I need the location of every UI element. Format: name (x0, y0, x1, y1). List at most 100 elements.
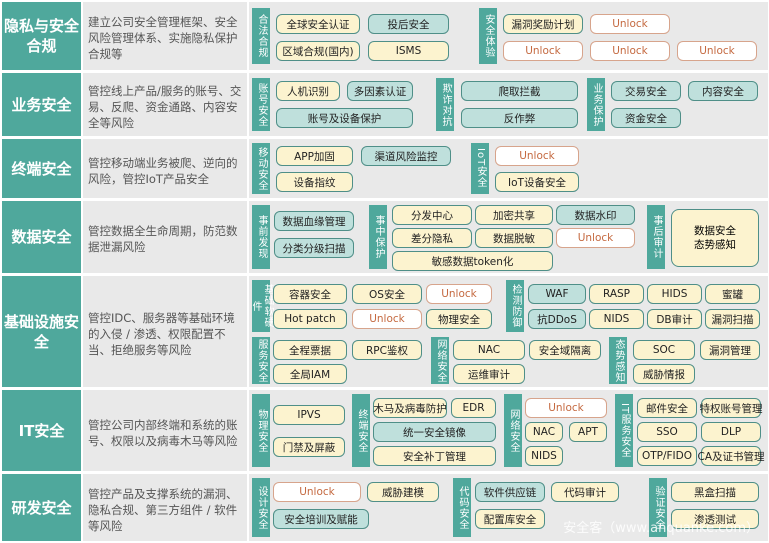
item-unlock[interactable]: Unlock (556, 228, 635, 248)
item-device-fp[interactable]: 设备指纹 (276, 172, 353, 192)
category-title: 隐私与安全合规 (2, 2, 81, 70)
item-lineage[interactable]: 数据血缘管理 (274, 211, 354, 231)
item-rpc-auth[interactable]: RPC鉴权 (352, 340, 422, 360)
item-content-sec[interactable]: 内容安全 (688, 81, 758, 101)
item-unlock[interactable]: Unlock (590, 41, 670, 61)
item-soc[interactable]: SOC (633, 340, 695, 360)
category-title: 数据安全 (2, 201, 81, 273)
group-label: 移动安全 (252, 143, 270, 194)
item-container[interactable]: 容器安全 (273, 284, 347, 304)
group-label: 网络安全 (504, 394, 522, 467)
category-desc: 管控移动端业务被爬、逆向的风险，管控IoT产品安全 (83, 139, 247, 198)
item-apt[interactable]: APT (569, 422, 607, 442)
item-unlock[interactable]: Unlock (426, 284, 492, 304)
row-it: IT安全 管控公司内部终端和系统的账号、权限以及病毒木马等风险 物理安全 IPV… (0, 390, 769, 471)
item-nac[interactable]: NAC (453, 340, 525, 360)
item-unlock[interactable]: Unlock (495, 146, 579, 166)
item-nac[interactable]: NAC (525, 422, 563, 442)
item-vuln-scan[interactable]: 漏洞扫描 (705, 309, 760, 329)
item-otp[interactable]: OTP/FIDO (637, 446, 697, 466)
item-iot-device[interactable]: IoT设备安全 (495, 172, 579, 192)
category-title: 终端安全 (2, 139, 81, 198)
category-area: 合法合规 全球安全认证 投后安全 区域合规(国内) ISMS 安全体验 漏洞奖励… (249, 2, 768, 70)
item-threat-intel[interactable]: 威胁情报 (633, 364, 695, 384)
item-enc-share[interactable]: 加密共享 (475, 205, 553, 225)
item-diff-privacy[interactable]: 差分隐私 (392, 228, 472, 248)
item-waf[interactable]: WAF (528, 284, 586, 304)
item-unlock[interactable]: Unlock (677, 41, 757, 61)
item-bug-bounty[interactable]: 漏洞奖励计划 (503, 14, 583, 34)
item-dispatch[interactable]: 分发中心 (392, 205, 472, 225)
item-ipvs[interactable]: IPVS (273, 405, 345, 425)
item-unlock[interactable]: Unlock (352, 309, 422, 329)
item-mail-sec[interactable]: 邮件安全 (637, 398, 697, 418)
item-config-sec[interactable]: 配置库安全 (475, 509, 545, 529)
item-pentest[interactable]: 渗透测试 (671, 509, 759, 529)
category-title: 研发安全 (2, 474, 81, 541)
item-vuln-mgmt[interactable]: 漏洞管理 (700, 340, 760, 360)
category-desc: 管控产品及支撑系统的漏洞、隐私合规、第三方组件 / 软件等风险 (83, 474, 247, 541)
item-gate[interactable]: 门禁及屏蔽 (273, 437, 345, 457)
item-threat-model[interactable]: 威胁建模 (367, 482, 439, 502)
category-desc: 管控公司内部终端和系统的账号、权限以及病毒木马等风险 (83, 390, 247, 471)
group-label: IoT安全 (471, 143, 489, 194)
item-nids[interactable]: NIDS (589, 309, 644, 329)
item-anti-ddos[interactable]: 抗DDoS (528, 309, 586, 329)
group-label: 账号安全 (252, 78, 270, 131)
item-physical[interactable]: 物理安全 (426, 309, 492, 329)
row-rnd: 研发安全 管控产品及支撑系统的漏洞、隐私合规、第三方组件 / 软件等风险 设计安… (0, 474, 769, 541)
item-patch-mgmt[interactable]: 安全补丁管理 (373, 446, 496, 466)
row-endpoint: 终端安全 管控移动端业务被爬、逆向的风险，管控IoT产品安全 移动安全 APP加… (0, 139, 769, 198)
item-trojan[interactable]: 木马及病毒防护 (373, 398, 447, 418)
item-rasp[interactable]: RASP (589, 284, 644, 304)
item-honeypot[interactable]: 蜜罐 (705, 284, 760, 304)
group-label: 合法合规 (252, 8, 270, 64)
item-anti-crawl[interactable]: 爬取拦截 (461, 81, 578, 101)
item-unlock[interactable]: Unlock (590, 14, 670, 34)
item-os-sec[interactable]: OS安全 (352, 284, 422, 304)
item-hotpatch[interactable]: Hot patch (273, 309, 347, 329)
item-priv-acct[interactable]: 特权账号管理 (700, 398, 763, 418)
item-supply-chain[interactable]: 软件供应链 (475, 482, 545, 502)
item-ops-audit[interactable]: 运维审计 (453, 364, 525, 384)
item-account-device[interactable]: 账号及设备保护 (276, 108, 413, 128)
item-channel-monitor[interactable]: 渠道风险监控 (361, 146, 451, 166)
item-human-id[interactable]: 人机识别 (276, 81, 340, 101)
group-label: 事中保护 (369, 205, 387, 269)
item-unlock[interactable]: Unlock (273, 482, 361, 502)
item-anti-cheat[interactable]: 反作弊 (461, 108, 578, 128)
item-isms[interactable]: ISMS (368, 41, 449, 61)
item-code-audit[interactable]: 代码审计 (551, 482, 619, 502)
item-training[interactable]: 安全培训及赋能 (273, 509, 369, 529)
item-unlock[interactable]: Unlock (525, 398, 607, 418)
item-edr[interactable]: EDR (451, 398, 496, 418)
item-classify[interactable]: 分类分级扫描 (274, 238, 354, 258)
group-label: 验证安全 (649, 478, 667, 537)
item-fund-sec[interactable]: 资金安全 (611, 108, 681, 128)
item-trade-sec[interactable]: 交易安全 (611, 81, 681, 101)
item-app-harden[interactable]: APP加固 (276, 146, 353, 166)
group-label: 物理安全 (252, 394, 270, 467)
item-db-audit[interactable]: DB审计 (647, 309, 702, 329)
item-post-invest[interactable]: 投后安全 (368, 14, 449, 34)
item-mfa[interactable]: 多因素认证 (347, 81, 413, 101)
item-hids[interactable]: HIDS (647, 284, 702, 304)
item-ticket[interactable]: 全程票据 (273, 340, 347, 360)
item-nids[interactable]: NIDS (525, 446, 563, 466)
group-label: 终端安全 (352, 394, 370, 467)
item-watermark[interactable]: 数据水印 (556, 205, 635, 225)
item-regional[interactable]: 区域合规(国内) (276, 41, 360, 61)
group-label: 业务保护 (587, 78, 605, 131)
item-seg[interactable]: 安全域隔离 (529, 340, 601, 360)
item-dlp[interactable]: DLP (701, 422, 761, 442)
item-global-cert[interactable]: 全球安全认证 (276, 14, 360, 34)
item-ca[interactable]: CA及证书管理 (698, 446, 765, 466)
item-unlock[interactable]: Unlock (503, 41, 583, 61)
item-sso[interactable]: SSO (637, 422, 697, 442)
item-iam[interactable]: 全局IAM (273, 364, 347, 384)
item-tokenize[interactable]: 敏感数据token化 (392, 251, 553, 271)
item-blackbox[interactable]: 黑盒扫描 (671, 482, 759, 502)
item-situation-aware[interactable]: 数据安全 态势感知 (671, 209, 759, 267)
item-desensitize[interactable]: 数据脱敏 (475, 228, 553, 248)
item-unified-img[interactable]: 统一安全镜像 (373, 422, 496, 442)
